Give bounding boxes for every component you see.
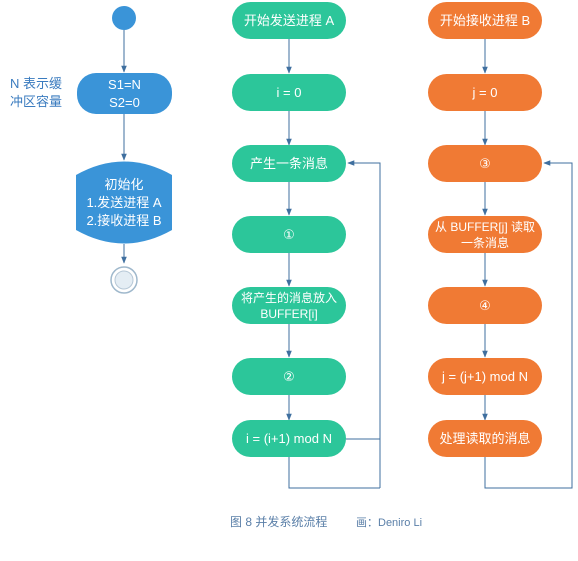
init-block-shape xyxy=(76,161,172,244)
i-init-node: i = 0 xyxy=(232,74,346,111)
i-next-node: i = (i+1) mod N xyxy=(232,420,346,457)
put-buffer-node: 将产生的消息放入 BUFFER[i] xyxy=(232,287,346,324)
figure-credit: 画：Deniro Li xyxy=(356,517,423,529)
j-init-node: j = 0 xyxy=(428,74,542,111)
figure-caption: 图 8 并发系统流程 xyxy=(230,515,328,529)
sender-step-1-node: ① xyxy=(232,216,346,253)
receiver-step-3-node: ③ xyxy=(428,145,542,182)
receiver-start-node: 开始接收进程 B xyxy=(428,2,542,39)
connector-a-loop-bottom xyxy=(288,457,380,489)
read-buffer-node: 从 BUFFER[j] 读取 一条消息 xyxy=(428,216,542,253)
init-block-label: 初始化 1.发送进程 A 2.接收进程 B xyxy=(86,177,162,228)
end-node-inner xyxy=(114,270,134,290)
sender-step-2-node: ② xyxy=(232,358,346,395)
capacity-note: N 表示缓 冲区容量 xyxy=(10,76,63,109)
process-message-node: 处理读取的消息 xyxy=(428,420,542,457)
connector-b-loop xyxy=(484,160,573,489)
receiver-step-4-node: ④ xyxy=(428,287,542,324)
sender-start-node: 开始发送进程 A xyxy=(232,2,346,39)
connector-a-loop xyxy=(346,160,381,488)
j-next-node: j = (j+1) mod N xyxy=(428,358,542,395)
set-vars-node: S1=N S2=0 xyxy=(77,73,172,114)
produce-message-node: 产生一条消息 xyxy=(232,145,346,182)
start-node xyxy=(112,6,136,30)
